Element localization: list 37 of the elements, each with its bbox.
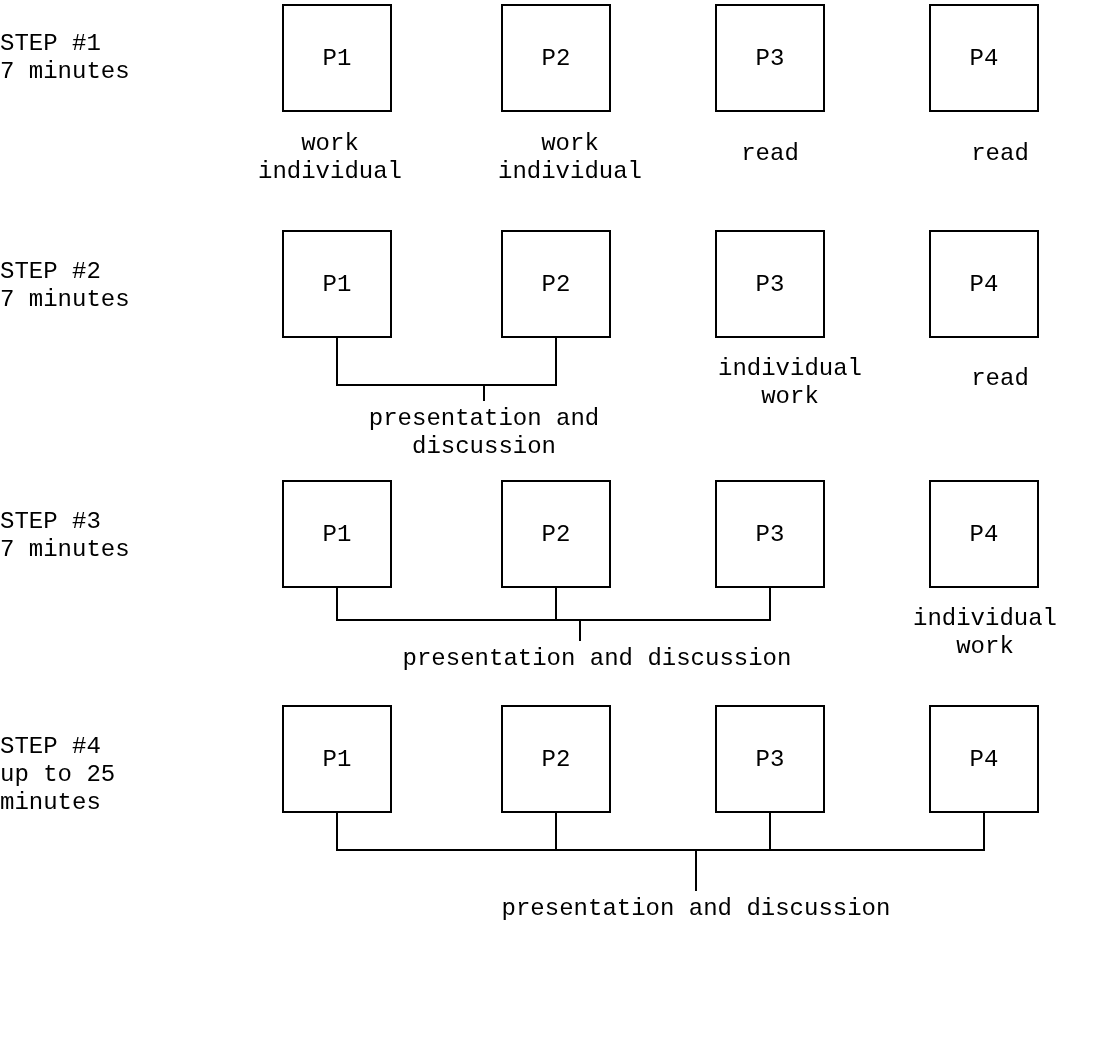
participant-box: P1 — [282, 230, 392, 338]
discussion-label: presentation and discussion — [354, 405, 614, 461]
participant-box: P4 — [929, 480, 1039, 588]
participant-box: P4 — [929, 705, 1039, 813]
connector-line — [579, 587, 771, 642]
participant-box: P1 — [282, 4, 392, 112]
participant-box: P2 — [501, 230, 611, 338]
step-label: STEP #3 — [0, 508, 102, 536]
participant-box: P2 — [501, 4, 611, 112]
participant-box: P3 — [715, 4, 825, 112]
activity-label: read — [970, 140, 1030, 168]
activity-label: work individual — [257, 130, 403, 186]
discussion-label: presentation and discussion — [387, 645, 807, 673]
activity-label: individual work — [912, 605, 1058, 661]
participant-box: P4 — [929, 230, 1039, 338]
participant-box: P4 — [929, 4, 1039, 112]
participant-box: P3 — [715, 230, 825, 338]
participant-box: P3 — [715, 480, 825, 588]
connector-line — [695, 812, 985, 892]
activity-label: read — [970, 365, 1030, 393]
duration-label: 7 minutes — [0, 286, 131, 314]
activity-label: individual work — [717, 355, 863, 411]
connector-line — [483, 337, 557, 402]
step-label: STEP #4 — [0, 733, 102, 761]
duration-label: 7 minutes — [0, 536, 131, 564]
activity-label: work individual — [497, 130, 643, 186]
participant-box: P3 — [715, 705, 825, 813]
duration-label: up to 25 minutes — [0, 761, 117, 817]
participant-box: P2 — [501, 480, 611, 588]
participant-box: P1 — [282, 705, 392, 813]
participant-box: P2 — [501, 705, 611, 813]
step-label: STEP #1 — [0, 30, 102, 58]
participant-box: P1 — [282, 480, 392, 588]
step-label: STEP #2 — [0, 258, 102, 286]
discussion-label: presentation and discussion — [486, 895, 906, 923]
activity-label: read — [740, 140, 800, 168]
duration-label: 7 minutes — [0, 58, 131, 86]
